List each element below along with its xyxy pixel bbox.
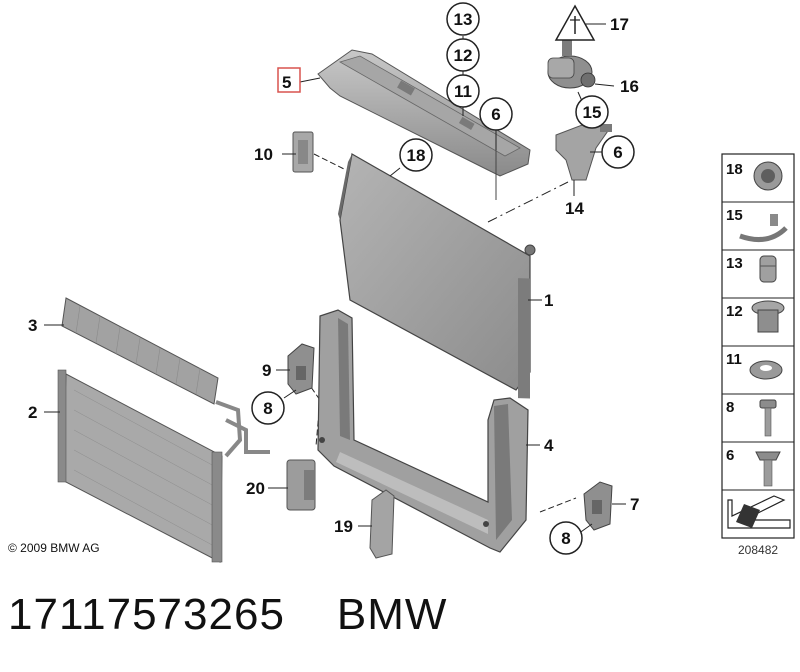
callout-12-text: 12 <box>454 46 473 65</box>
reference-number: 208482 <box>738 543 779 557</box>
part-number: 17117573265 <box>8 590 285 639</box>
callout-18-text: 18 <box>407 146 426 165</box>
label-9: 9 <box>262 361 271 380</box>
legend-row-18: 18 <box>726 161 783 191</box>
svg-text:13: 13 <box>726 255 743 272</box>
callout-15-text: 15 <box>583 103 602 122</box>
callout-18: 18 <box>399 138 433 172</box>
label-20: 20 <box>246 479 265 498</box>
svg-text:18: 18 <box>726 161 743 178</box>
warning-triangle-icon <box>554 4 596 41</box>
label-10: 10 <box>254 145 273 164</box>
callout-11-text: 11 <box>454 82 472 101</box>
label-16: 16 <box>620 77 639 96</box>
condenser-part-3 <box>61 297 219 405</box>
sensor-part-20 <box>286 459 316 511</box>
cooler-part-2 <box>57 369 223 563</box>
callout-6-top-text: 6 <box>491 105 500 124</box>
label-17: 17 <box>610 15 629 34</box>
label-3: 3 <box>28 316 37 335</box>
label-4: 4 <box>544 436 554 455</box>
legend-arrow-icon <box>727 495 791 529</box>
legend-panel: 18 15 13 12 11 8 6 <box>721 153 795 539</box>
callout-6-right: 6 <box>601 135 635 169</box>
svg-text:8: 8 <box>726 399 734 416</box>
bracket-part-9 <box>287 343 315 395</box>
parts-diagram: 13 12 11 6 15 6 18 8 8 5 17 16 14 10 <box>28 2 795 563</box>
callout-11: 11 <box>446 74 480 108</box>
svg-text:6: 6 <box>726 447 734 464</box>
bracket-part-7 <box>583 481 613 531</box>
callout-13-text: 13 <box>454 10 473 29</box>
cooler-pipes <box>215 400 270 458</box>
callout-6-top: 6 <box>479 97 513 131</box>
callout-8-right: 8 <box>549 521 583 555</box>
svg-text:15: 15 <box>726 207 743 224</box>
callout-8-left: 8 <box>251 391 285 425</box>
footer-caption: 17117573265 BMW <box>8 590 499 640</box>
radiator-part-1 <box>338 153 536 399</box>
callout-8-right-text: 8 <box>561 529 570 548</box>
label-2: 2 <box>28 403 37 422</box>
callout-8-left-text: 8 <box>263 399 272 418</box>
water-pump-part <box>547 40 596 89</box>
legend-row-13: 13 <box>726 255 777 283</box>
svg-text:12: 12 <box>726 303 743 320</box>
label-14: 14 <box>565 199 584 218</box>
label-19: 19 <box>334 517 353 536</box>
clip-part-10 <box>292 131 314 173</box>
svg-text:11: 11 <box>726 351 742 368</box>
highlight-box <box>277 67 301 93</box>
duct-part-19 <box>369 489 395 559</box>
callout-6-right-text: 6 <box>613 143 622 162</box>
legend-row-11: 11 <box>726 351 783 380</box>
legend-row-12: 12 <box>726 300 785 333</box>
brand-name: BMW <box>336 590 448 639</box>
label-1: 1 <box>544 291 553 310</box>
copyright-text: © 2009 BMW AG <box>8 541 100 555</box>
callout-12: 12 <box>446 38 480 72</box>
legend-row-6: 6 <box>726 447 781 487</box>
callout-15: 15 <box>575 95 609 129</box>
legend-row-15: 15 <box>726 207 788 243</box>
label-7: 7 <box>630 495 639 514</box>
callout-13: 13 <box>446 2 480 36</box>
legend-row-8: 8 <box>726 399 777 437</box>
carrier-bracket-part <box>317 49 531 200</box>
label-5: 5 <box>282 73 291 92</box>
